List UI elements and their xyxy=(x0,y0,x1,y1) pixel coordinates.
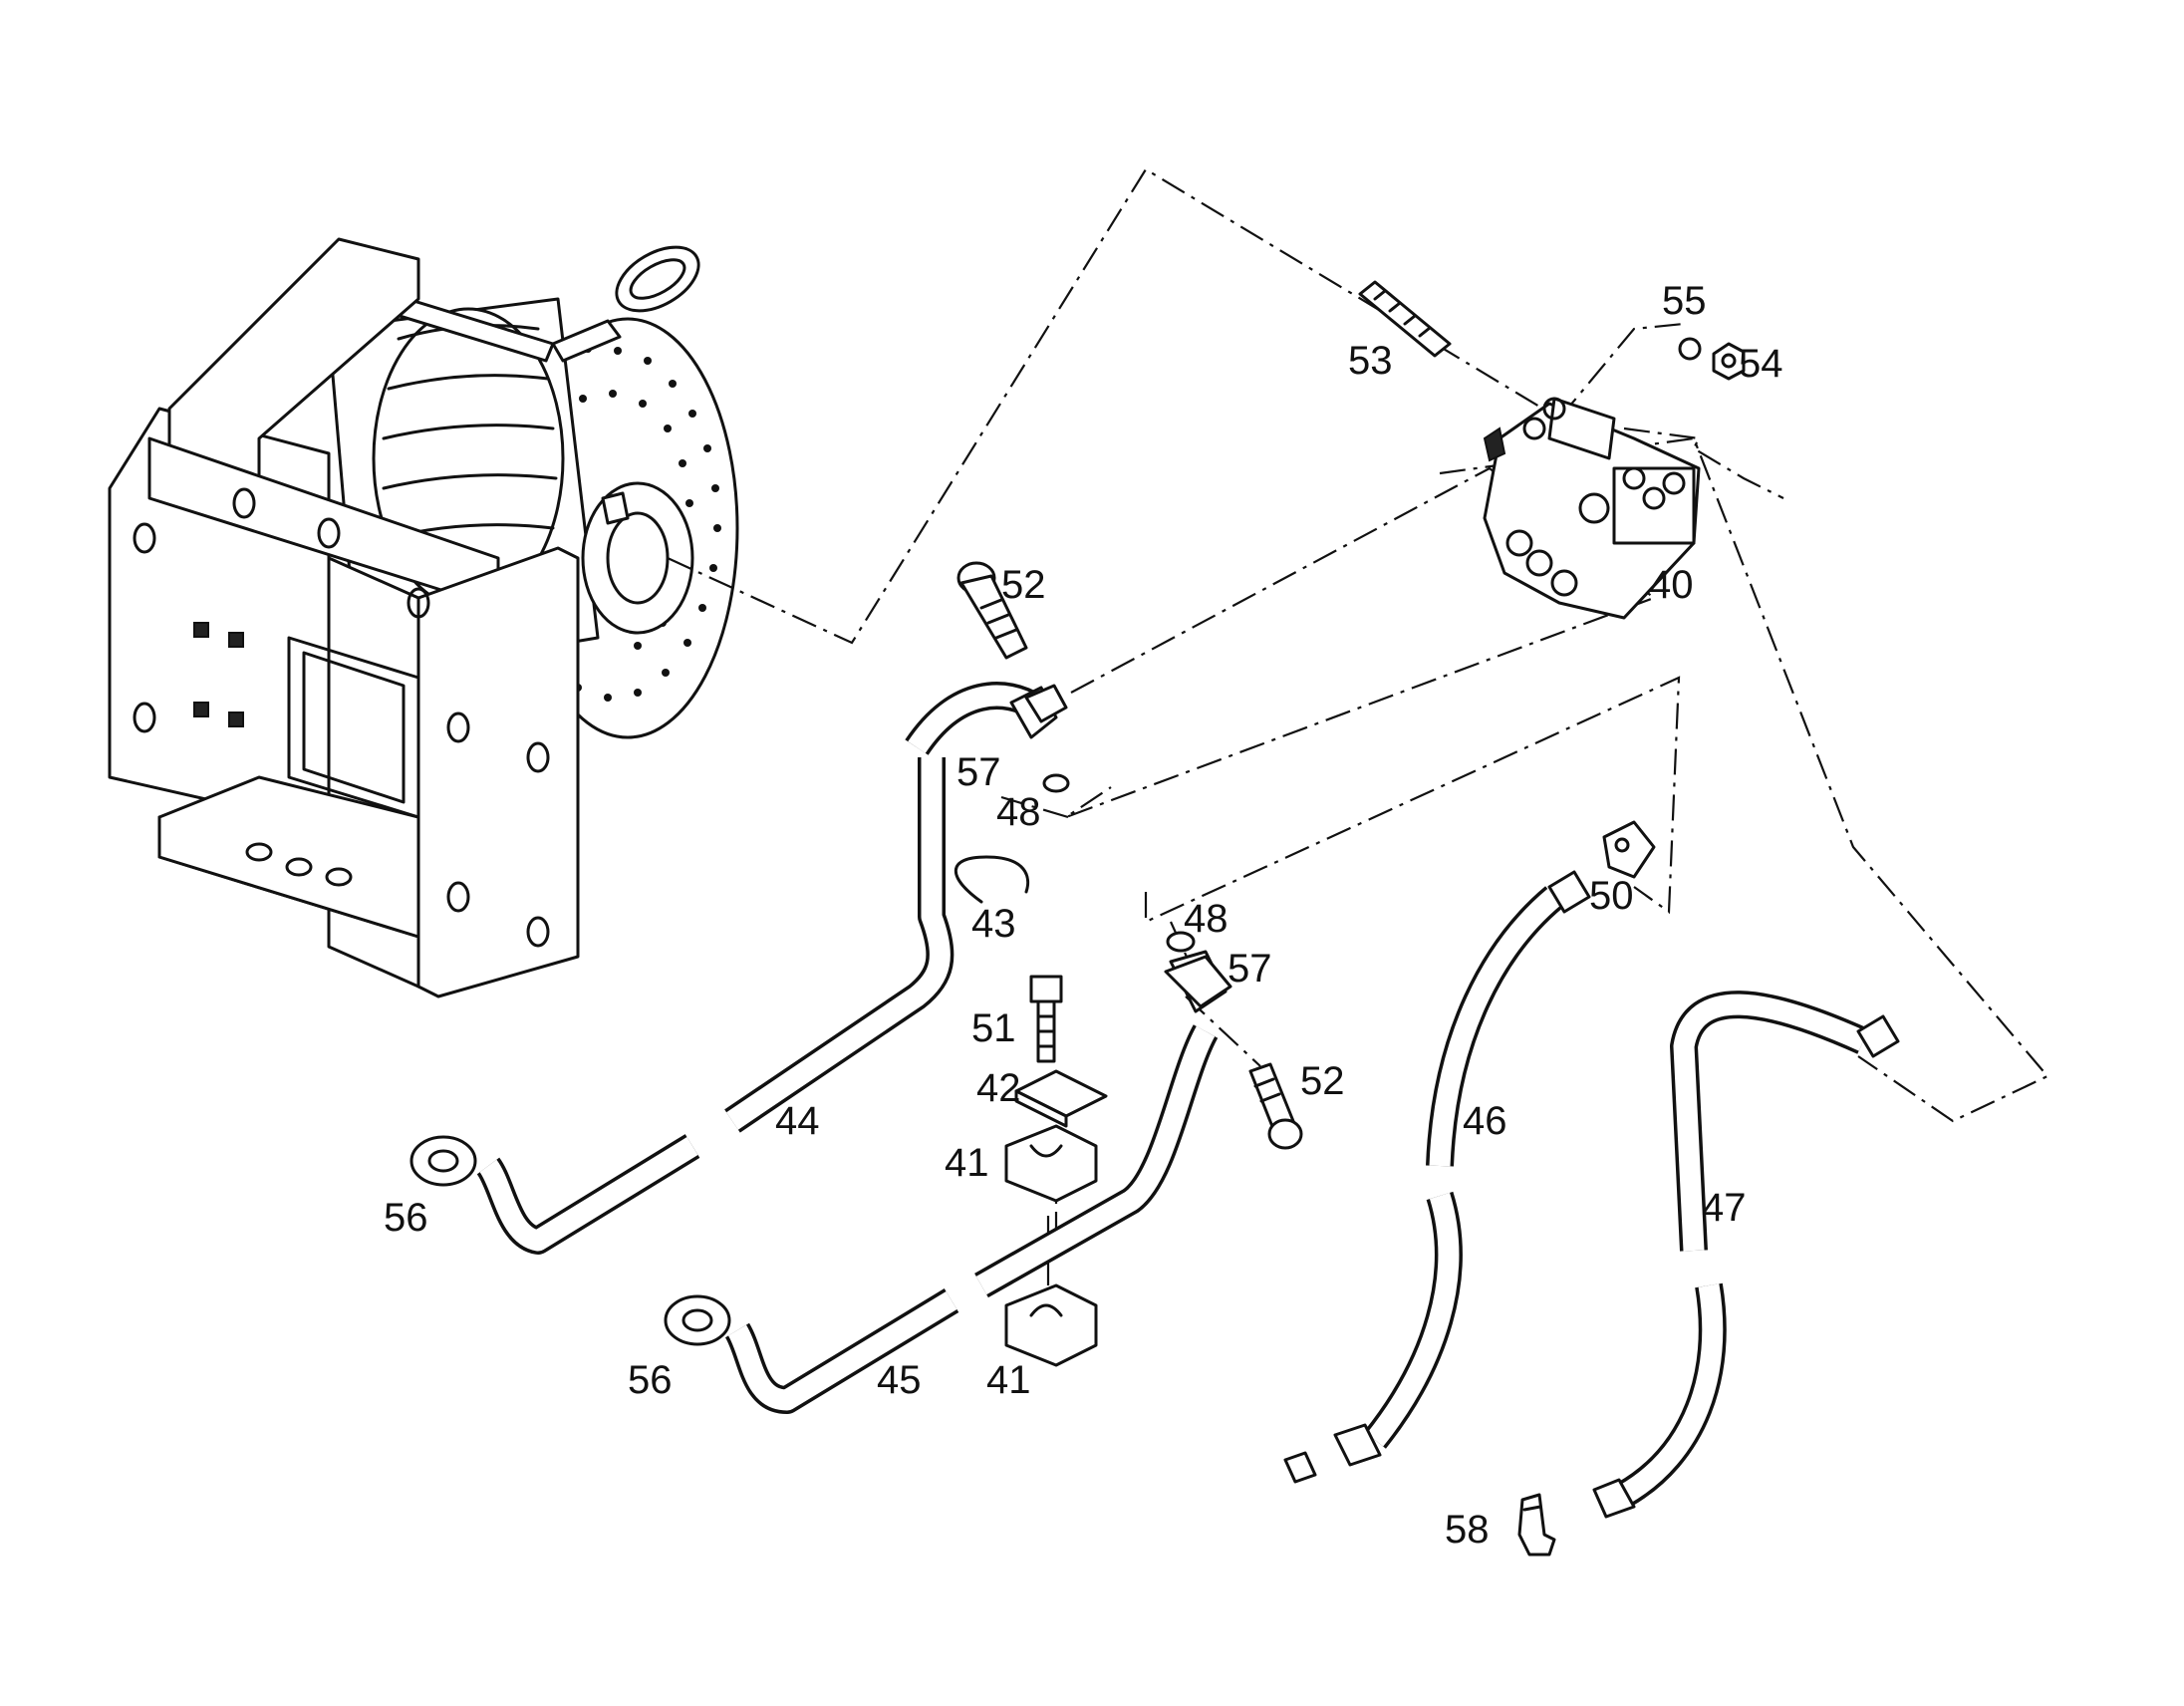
hose-44 xyxy=(724,682,1058,1133)
callout-41-upper: 41 xyxy=(945,1141,989,1185)
callout-56-lower: 56 xyxy=(628,1358,673,1402)
callout-58: 58 xyxy=(1445,1508,1490,1552)
callout-48-upper: 48 xyxy=(996,790,1041,834)
clamp-plate-42 xyxy=(1014,1069,1108,1128)
fitting-56-lower xyxy=(664,1294,731,1346)
hose-47 xyxy=(1592,991,1900,1519)
nut-54 xyxy=(1712,342,1746,381)
callout-51: 51 xyxy=(971,1006,1016,1050)
bolt-51 xyxy=(1029,975,1063,1063)
banjo-fitting-57-upper xyxy=(1024,684,1068,723)
clamp-half-41-lower xyxy=(1004,1283,1098,1367)
callout-40: 40 xyxy=(1649,563,1694,607)
washer-48-lower xyxy=(1166,931,1196,953)
callout-43: 43 xyxy=(971,902,1016,946)
elbow-fitting-50 xyxy=(1602,820,1656,879)
washer-55 xyxy=(1678,337,1702,361)
callout-45: 45 xyxy=(877,1358,922,1402)
hose-44-end xyxy=(476,1134,700,1255)
fitting-56-upper xyxy=(410,1135,477,1187)
winch-assembly xyxy=(108,237,739,998)
callout-56-upper: 56 xyxy=(384,1196,428,1240)
banjo-fitting-57-lower xyxy=(1164,955,1232,1008)
callout-57-lower: 57 xyxy=(1228,947,1272,991)
callout-44: 44 xyxy=(775,1099,820,1143)
callout-41-lower: 41 xyxy=(986,1358,1031,1402)
bolt-52-upper xyxy=(956,561,1028,660)
stud-53 xyxy=(1358,280,1452,358)
clamp-half-41-upper xyxy=(1004,1124,1098,1203)
leader-lines xyxy=(667,167,2049,1285)
washer-48-upper xyxy=(1042,773,1070,793)
callout-54: 54 xyxy=(1739,342,1783,386)
hose-46 xyxy=(1283,870,1591,1484)
callouts: 55 54 53 40 52 57 48 43 48 57 50 51 42 5… xyxy=(384,279,1783,1552)
callout-42: 42 xyxy=(976,1066,1021,1110)
callout-52-upper: 52 xyxy=(1001,563,1046,607)
hydraulic-motor xyxy=(1483,397,1701,620)
callout-50: 50 xyxy=(1589,874,1634,918)
bolt-52-lower xyxy=(1248,1062,1303,1150)
callout-55: 55 xyxy=(1662,279,1707,323)
callout-47: 47 xyxy=(1702,1186,1747,1230)
callout-52-lower: 52 xyxy=(1300,1059,1345,1103)
callout-53: 53 xyxy=(1348,339,1393,383)
callout-57-upper: 57 xyxy=(956,750,1001,794)
callout-46: 46 xyxy=(1463,1099,1507,1143)
callout-48-lower: 48 xyxy=(1184,897,1228,941)
tee-fitting-58 xyxy=(1517,1493,1556,1557)
circlip-43 xyxy=(954,855,1030,904)
